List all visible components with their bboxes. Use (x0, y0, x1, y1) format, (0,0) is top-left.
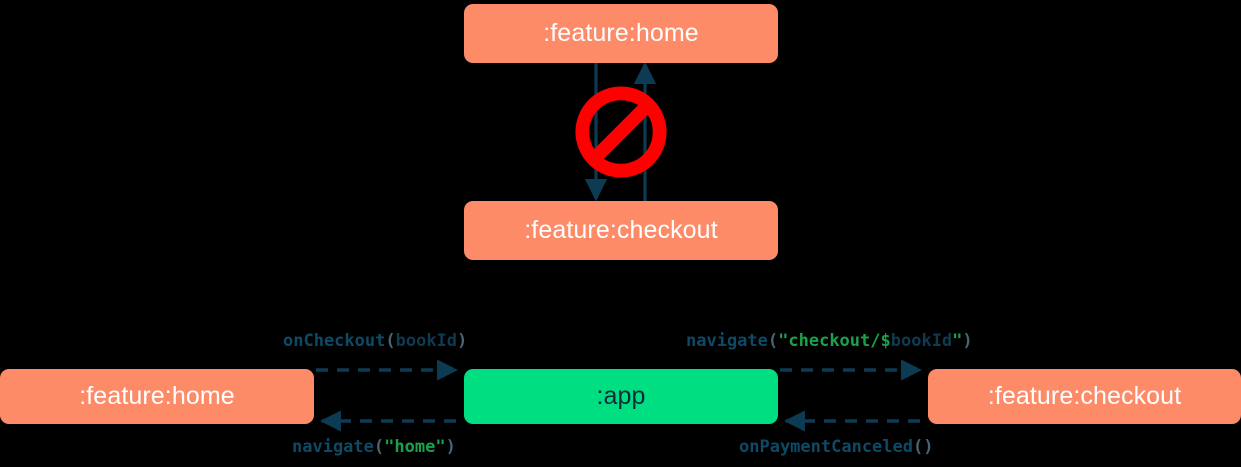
token-str: $ (880, 331, 891, 351)
token-punc: ( (373, 437, 385, 457)
token-var: bookId (890, 331, 953, 351)
token-var: bookId (395, 331, 458, 351)
token-fn: navigate (686, 331, 768, 351)
node-label: :feature:checkout (524, 216, 718, 244)
edge-label-navigate-home: navigate("home") (292, 437, 456, 457)
node-feature-checkout-top[interactable]: :feature:checkout (464, 201, 778, 260)
token-punc: ) (962, 331, 973, 351)
token-str: "checkout/ (778, 331, 881, 351)
token-punc: () (913, 437, 934, 457)
node-feature-home-top[interactable]: :feature:home (464, 4, 778, 63)
token-fn: navigate (292, 437, 374, 457)
token-punc: ( (767, 331, 779, 351)
node-label: :feature:checkout (987, 382, 1182, 410)
node-label: :feature:home (543, 19, 699, 47)
token-punc: ) (445, 437, 456, 457)
node-label: :app (596, 382, 646, 410)
edge-label-navigate-checkout: navigate("checkout/$bookId") (686, 331, 973, 351)
node-feature-checkout-bottom[interactable]: :feature:checkout (928, 369, 1241, 424)
token-punc: ) (457, 331, 468, 351)
prohibition-icon (575, 86, 667, 178)
node-label: :feature:home (79, 382, 235, 410)
token-fn: onCheckout (283, 331, 386, 351)
token-str: " (952, 331, 963, 351)
node-feature-home-bottom[interactable]: :feature:home (0, 369, 314, 424)
node-app[interactable]: :app (464, 369, 778, 424)
token-fn: onPaymentCanceled (739, 437, 913, 457)
token-str: "home" (384, 437, 446, 457)
token-punc: ( (385, 331, 396, 351)
edge-label-on-payment-canceled: onPaymentCanceled() (739, 437, 933, 457)
edge-label-on-checkout: onCheckout(bookId) (283, 331, 467, 351)
